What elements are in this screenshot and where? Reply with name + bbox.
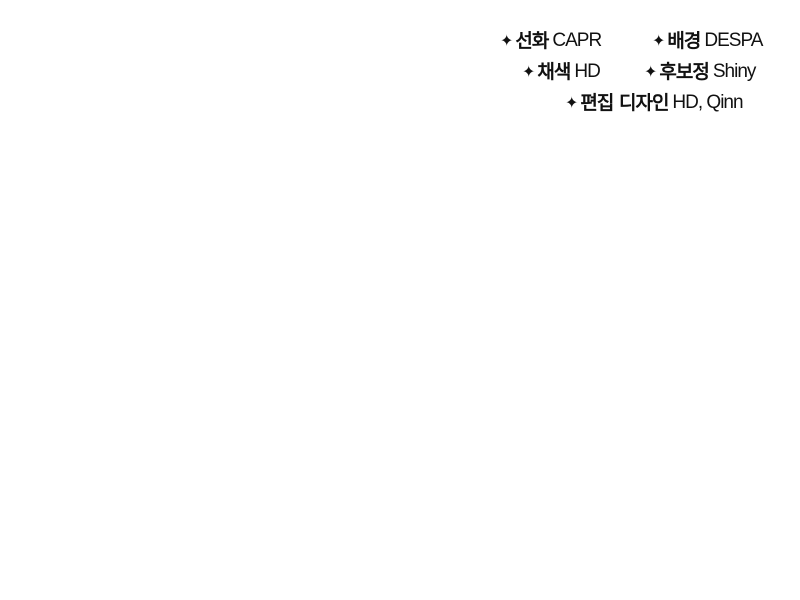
credit-role: 편집 디자인 xyxy=(580,92,669,114)
credit-role: 후보정 xyxy=(659,61,709,83)
star-icon: ✦ xyxy=(644,62,657,81)
credit-role: 채색 xyxy=(537,61,571,83)
star-icon: ✦ xyxy=(565,93,578,112)
credit-role: 선화 xyxy=(515,30,549,52)
star-icon: ✦ xyxy=(500,31,513,50)
credit-name: HD, Qinn xyxy=(672,92,743,113)
credit-editorial-design: ✦ 편집 디자인 HD, Qinn xyxy=(565,92,744,114)
credit-name: HD xyxy=(574,61,600,82)
credit-name: CAPR xyxy=(552,30,602,51)
credit-coloring: ✦ 채색 HD xyxy=(522,61,601,83)
credit-background: ✦ 배경 DESPA xyxy=(652,30,763,52)
credit-name: Shiny xyxy=(712,61,757,82)
star-icon: ✦ xyxy=(652,31,665,50)
credit-lineart: ✦ 선화 CAPR xyxy=(500,30,602,52)
credit-role: 배경 xyxy=(667,30,701,52)
star-icon: ✦ xyxy=(522,62,535,81)
credit-name: DESPA xyxy=(704,30,763,51)
credit-postprocessing: ✦ 후보정 Shiny xyxy=(644,61,757,83)
